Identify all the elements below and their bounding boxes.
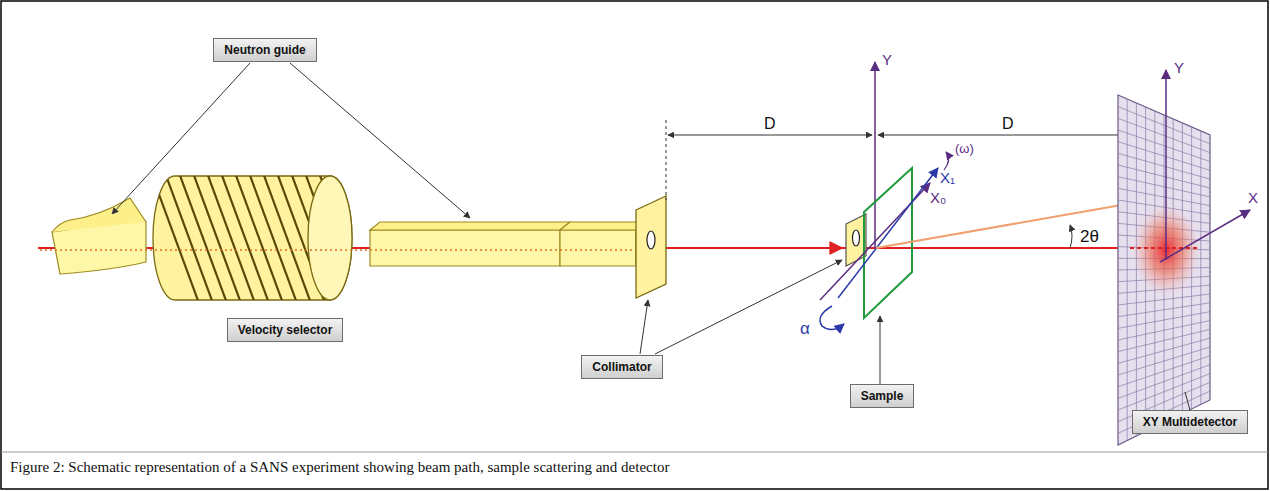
selector-blade [150, 170, 200, 306]
grid-line [1118, 329, 1210, 351]
scattered-beam [876, 200, 1150, 248]
detector-x-axis [1160, 210, 1250, 262]
angle-arc [1070, 225, 1072, 248]
axis-label: D [764, 116, 776, 132]
straight-guide-end-top [560, 222, 646, 230]
axis-label: 2θ [1080, 228, 1099, 245]
omega-arrow [944, 152, 949, 170]
leader-line [655, 260, 842, 354]
leader-line [880, 316, 881, 384]
grid-line [1118, 347, 1210, 375]
axis-label: X₁ [940, 170, 955, 185]
part-name: Neutron guide [224, 43, 305, 57]
selector-blades [150, 170, 382, 306]
figure-caption: Figure 2: Schematic representation of a … [10, 459, 669, 476]
straight-guide-top [370, 222, 570, 230]
velocity-selector-drum [153, 176, 352, 300]
collimator-plate [636, 196, 666, 298]
straight-guide-end [560, 230, 636, 266]
collimator-aperture [647, 231, 655, 249]
axis-label: D [1002, 116, 1014, 132]
selector-blade [262, 170, 312, 306]
grid-line [1118, 374, 1210, 411]
grid-line [1118, 365, 1210, 399]
leader-line [640, 300, 648, 354]
leader-line [112, 63, 250, 214]
collimator-name-box: Collimator [581, 355, 662, 379]
x1-axis [838, 168, 938, 298]
selector-blade [178, 170, 228, 306]
axis-label: Y [1174, 60, 1184, 75]
leader-line [290, 63, 470, 218]
curved-guide-top [52, 198, 146, 232]
grid-line [1118, 338, 1210, 363]
selector-blade [206, 170, 256, 306]
grid-line [1118, 118, 1210, 152]
detector-panel [1118, 95, 1210, 445]
selector-blade [304, 170, 354, 306]
selector-blade [248, 170, 298, 306]
guide-axis [40, 249, 640, 251]
grid-line [1118, 177, 1210, 197]
selector-blade [220, 170, 270, 306]
grid-line [1118, 312, 1210, 329]
y-axis [874, 62, 876, 248]
detector-y-axis [1165, 70, 1167, 260]
selector-blade [234, 170, 284, 306]
selector-blade [192, 170, 242, 306]
dimension-line [878, 135, 1133, 136]
axis-label: α [800, 320, 810, 337]
grid-line [1118, 356, 1210, 387]
caption-rule [1, 452, 1268, 453]
grid-line [1118, 188, 1210, 205]
part-name: Velocity selector [238, 323, 333, 337]
axis-label: X₀ [930, 190, 946, 205]
guide-name-box: Neutron guide [213, 38, 316, 62]
dimension-tick [666, 120, 667, 200]
grid-line [1118, 153, 1210, 179]
sample-name-box: Sample [850, 384, 915, 408]
dimension-line [668, 135, 872, 136]
sample-aperture [853, 230, 860, 246]
grid-line [1118, 107, 1210, 144]
beam-on-detector [1130, 247, 1200, 249]
part-name: Collimator [592, 360, 651, 374]
grid-line [1118, 165, 1210, 188]
straight-guide [370, 230, 560, 266]
beam-arrow [800, 247, 842, 249]
selector-blade [164, 170, 214, 306]
grid-line [1118, 321, 1210, 341]
grid-line [1118, 303, 1210, 317]
leader-line [1185, 392, 1190, 410]
part-name: XY Multidetector [1143, 415, 1237, 429]
detector-name-box: XY Multidetector [1132, 410, 1248, 434]
axis-label: Y [882, 52, 892, 67]
axis-label: X [1248, 190, 1258, 205]
part-name: Sample [861, 389, 904, 403]
selector-name-box: Velocity selector [227, 318, 344, 342]
alpha-arrow [820, 306, 844, 330]
velocity-selector-face [308, 176, 352, 300]
axis-label: (ω) [955, 142, 974, 155]
detector-grid [1118, 99, 1210, 441]
